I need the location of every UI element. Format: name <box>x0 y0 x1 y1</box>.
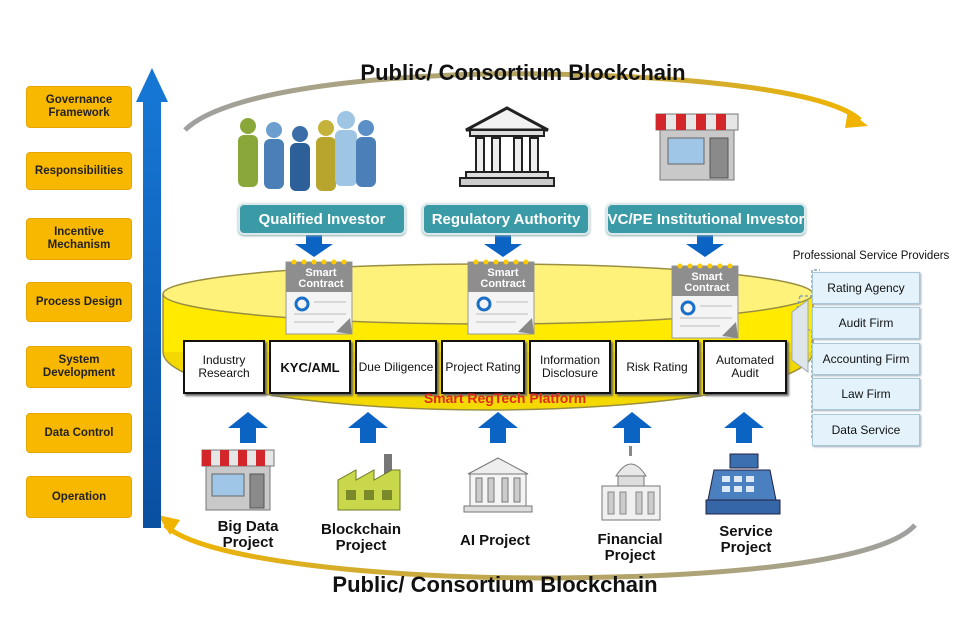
stakeholder-regulatory-authority: Regulatory Authority <box>422 203 590 235</box>
smart-contract-label: Contract <box>298 278 344 290</box>
project-label-line: Big Data <box>217 518 279 535</box>
side-item-governance-framework: Governance Framework <box>26 86 132 128</box>
down-arrows <box>295 230 724 257</box>
smart-contract-document-icon <box>467 259 535 335</box>
bank-building-icon <box>463 457 533 513</box>
module-information-disclosure: Information Disclosure <box>529 340 611 394</box>
down-arrow <box>686 230 724 257</box>
cash-register-icon <box>705 453 781 515</box>
project-blockchain: Blockchain Project <box>306 522 416 554</box>
project-label-line: Project <box>222 534 274 551</box>
up-arrow <box>724 412 764 443</box>
people-group-icon <box>238 111 376 191</box>
smart-contract-document-icon <box>671 263 739 339</box>
up-arrow <box>478 412 518 443</box>
government-building-icon <box>459 106 555 187</box>
project-label-line: Project <box>604 547 656 564</box>
storefront-icon <box>201 449 275 511</box>
top-ring-arrowhead <box>845 110 868 128</box>
stakeholder-vcpe-institutional-investor: VC/PE Institutional Investor <box>606 203 806 235</box>
stakeholder-qualified-investor: Qualified Investor <box>238 203 406 235</box>
project-label-line: Service <box>719 523 773 540</box>
project-label-line: Financial <box>597 531 663 548</box>
up-arrow <box>348 412 388 443</box>
top-title: Public/ Consortium Blockchain <box>360 60 686 85</box>
service-audit-firm: Audit Firm <box>812 307 920 339</box>
smart-contract-label: Smart <box>691 271 723 283</box>
smart-contract-label: Smart <box>487 267 519 279</box>
module-project-rating: Project Rating <box>441 340 525 394</box>
project-label-line: Blockchain <box>320 521 402 538</box>
down-arrow <box>295 230 333 257</box>
top-ring-arc <box>183 71 862 132</box>
project-label-line: Project <box>335 537 387 554</box>
vertical-arrow-head <box>136 68 168 102</box>
smart-contract-document-icon <box>285 259 353 335</box>
module-due-diligence: Due Diligence <box>355 340 437 394</box>
smart-contract-label: Contract <box>480 278 526 290</box>
module-industry-research: Industry Research <box>183 340 265 394</box>
side-item-system-development: System Development <box>26 346 132 388</box>
vertical-arrow-shaft <box>143 100 161 528</box>
side-item-process-design: Process Design <box>26 282 132 322</box>
project-big-data: Big Data Project <box>198 519 298 551</box>
side-item-operation: Operation <box>26 476 132 518</box>
side-item-data-control: Data Control <box>26 413 132 453</box>
capitol-building-icon <box>601 446 661 521</box>
bottom-title: Public/ Consortium Blockchain <box>332 572 658 597</box>
project-ai: AI Project <box>440 533 550 549</box>
storefront-icon <box>655 113 739 181</box>
smart-contract-label: Contract <box>684 282 730 294</box>
up-arrows <box>228 412 764 443</box>
service-connector-arrow <box>791 299 809 373</box>
side-item-incentive-mechanism: Incentive Mechanism <box>26 218 132 260</box>
bottom-ring-arc <box>163 523 917 581</box>
module-risk-rating: Risk Rating <box>615 340 699 394</box>
module-kyc-aml: KYC/AML <box>269 340 351 394</box>
professional-services-title: Professional Service Providers <box>792 250 950 262</box>
project-label-line: AI Project <box>459 532 531 549</box>
side-item-responsibilities: Responsibilities <box>26 152 132 190</box>
project-financial: Financial Project <box>580 532 680 564</box>
smart-contract-label: Smart <box>305 267 337 279</box>
down-arrow <box>484 230 522 257</box>
service-rating-agency: Rating Agency <box>812 272 920 304</box>
service-law-firm: Law Firm <box>812 378 920 410</box>
up-arrow <box>612 412 652 443</box>
project-service: Service Project <box>696 524 796 556</box>
project-label-line: Project <box>720 539 772 556</box>
factory-icon <box>337 454 401 511</box>
module-automated-audit: Automated Audit <box>703 340 787 394</box>
service-data-service: Data Service <box>812 414 920 446</box>
service-accounting-firm: Accounting Firm <box>812 343 920 375</box>
up-arrow <box>228 412 268 443</box>
platform-label: Smart RegTech Platform <box>423 390 587 406</box>
bottom-ring-arrowhead <box>158 515 180 535</box>
